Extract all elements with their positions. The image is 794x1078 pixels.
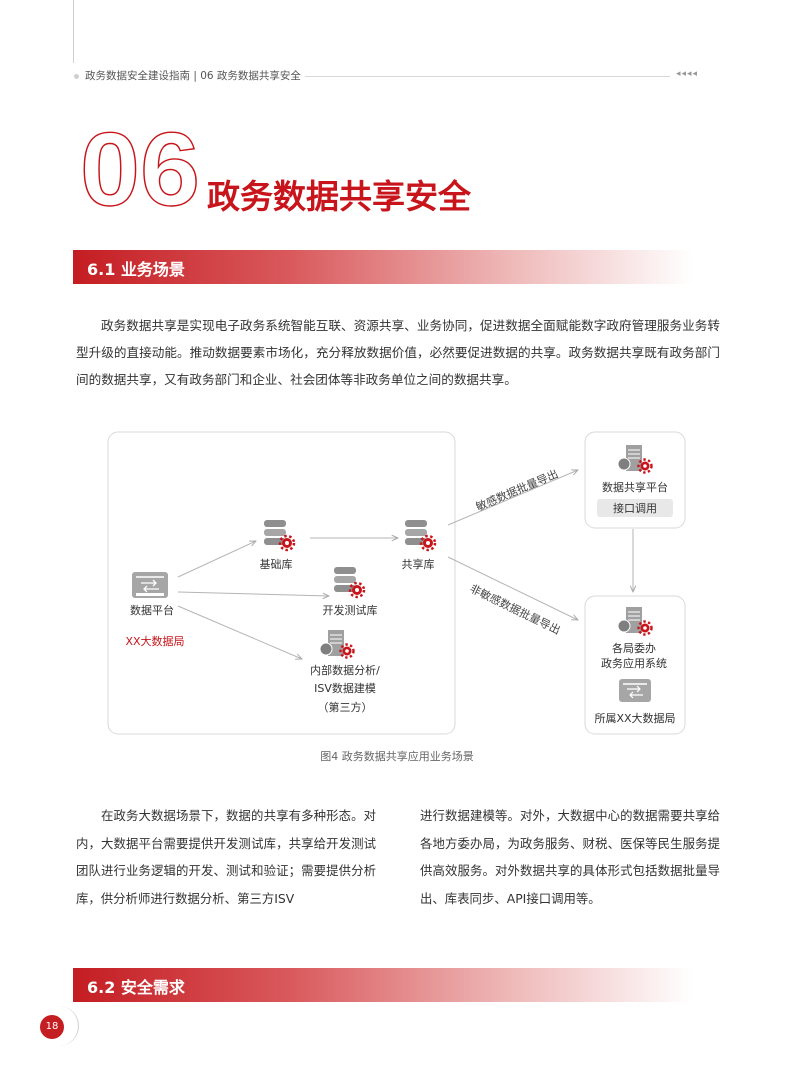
section-heading-text: 6.1 业务场景 — [87, 260, 185, 279]
body-column-right: 进行数据建模等。对外，大数据中心的数据需要共享给各地方委办局，为政务服务、财税、… — [420, 808, 720, 906]
data-sharing-diagram: 数据平台 XX大数据局 基础库 共享库 开发测试库 内部数据分析/ ISV数据建… — [107, 431, 686, 735]
section-heading-6-2: 6.2 安全需求 — [73, 968, 693, 1002]
share-platform-label: 数据共享平台 — [602, 480, 668, 494]
header-dot — [74, 74, 79, 79]
committees-label-line1: 各局委办 — [612, 641, 656, 655]
sensitive-export-label: 敏感数据批量导出 — [474, 466, 560, 513]
svg-text:06: 06 — [80, 112, 200, 210]
chapter-number: 06 — [80, 111, 201, 210]
bureau-label: XX大数据局 — [125, 634, 184, 648]
dev-test-db-label: 开发测试库 — [323, 603, 378, 617]
data-platform-label: 数据平台 — [130, 603, 174, 617]
page-number-arc — [54, 1006, 79, 1046]
sub-bureau-platform-icon — [619, 679, 651, 702]
internal-zone-box — [107, 431, 456, 735]
arrow-sensitive-export — [447, 470, 578, 526]
page-number: 18 — [40, 1015, 64, 1039]
arrow-to-dev-test-db — [177, 591, 329, 596]
arrow-to-analysis — [177, 605, 302, 659]
committees-box — [584, 595, 686, 735]
api-call-label: 接口调用 — [613, 502, 657, 515]
chapter-title: 政务数据共享安全 — [207, 177, 471, 216]
data-platform-icon — [132, 572, 168, 598]
base-db-label: 基础库 — [260, 558, 293, 571]
analysis-label-line1: 内部数据分析/ — [310, 663, 380, 677]
margin-line — [73, 0, 74, 63]
section-heading-text: 6.2 安全需求 — [87, 978, 185, 997]
arrow-to-base-db — [177, 541, 256, 578]
running-header: 政务数据安全建设指南 | 06 政务数据共享安全 — [85, 70, 301, 82]
analysis-label-line2: ISV数据建模 — [314, 681, 376, 695]
intro-paragraph: 政务数据共享是实现电子政务系统智能互联、资源共享、业务协同，促进数据全面赋能数字… — [76, 318, 720, 387]
body-column-left: 在政务大数据场景下，数据的共享有多种形态。对内，大数据平台需要提供开发测试库，共… — [76, 808, 376, 906]
api-call-badge — [597, 499, 673, 517]
shared-db-label: 共享库 — [402, 557, 435, 571]
committees-label-line2: 政务应用系统 — [601, 656, 667, 670]
header-arrows: ◂◂◂◂ — [676, 69, 699, 79]
section-heading-6-1: 6.1 业务场景 — [73, 250, 693, 284]
figure-caption: 图4 政务数据共享应用业务场景 — [320, 750, 474, 763]
sub-bureau-label: 所属XX大数据局 — [594, 711, 675, 725]
header-rule — [305, 76, 670, 77]
analysis-label-line3: （第三方） — [318, 700, 373, 714]
arrow-nonsensitive-export — [447, 556, 578, 620]
